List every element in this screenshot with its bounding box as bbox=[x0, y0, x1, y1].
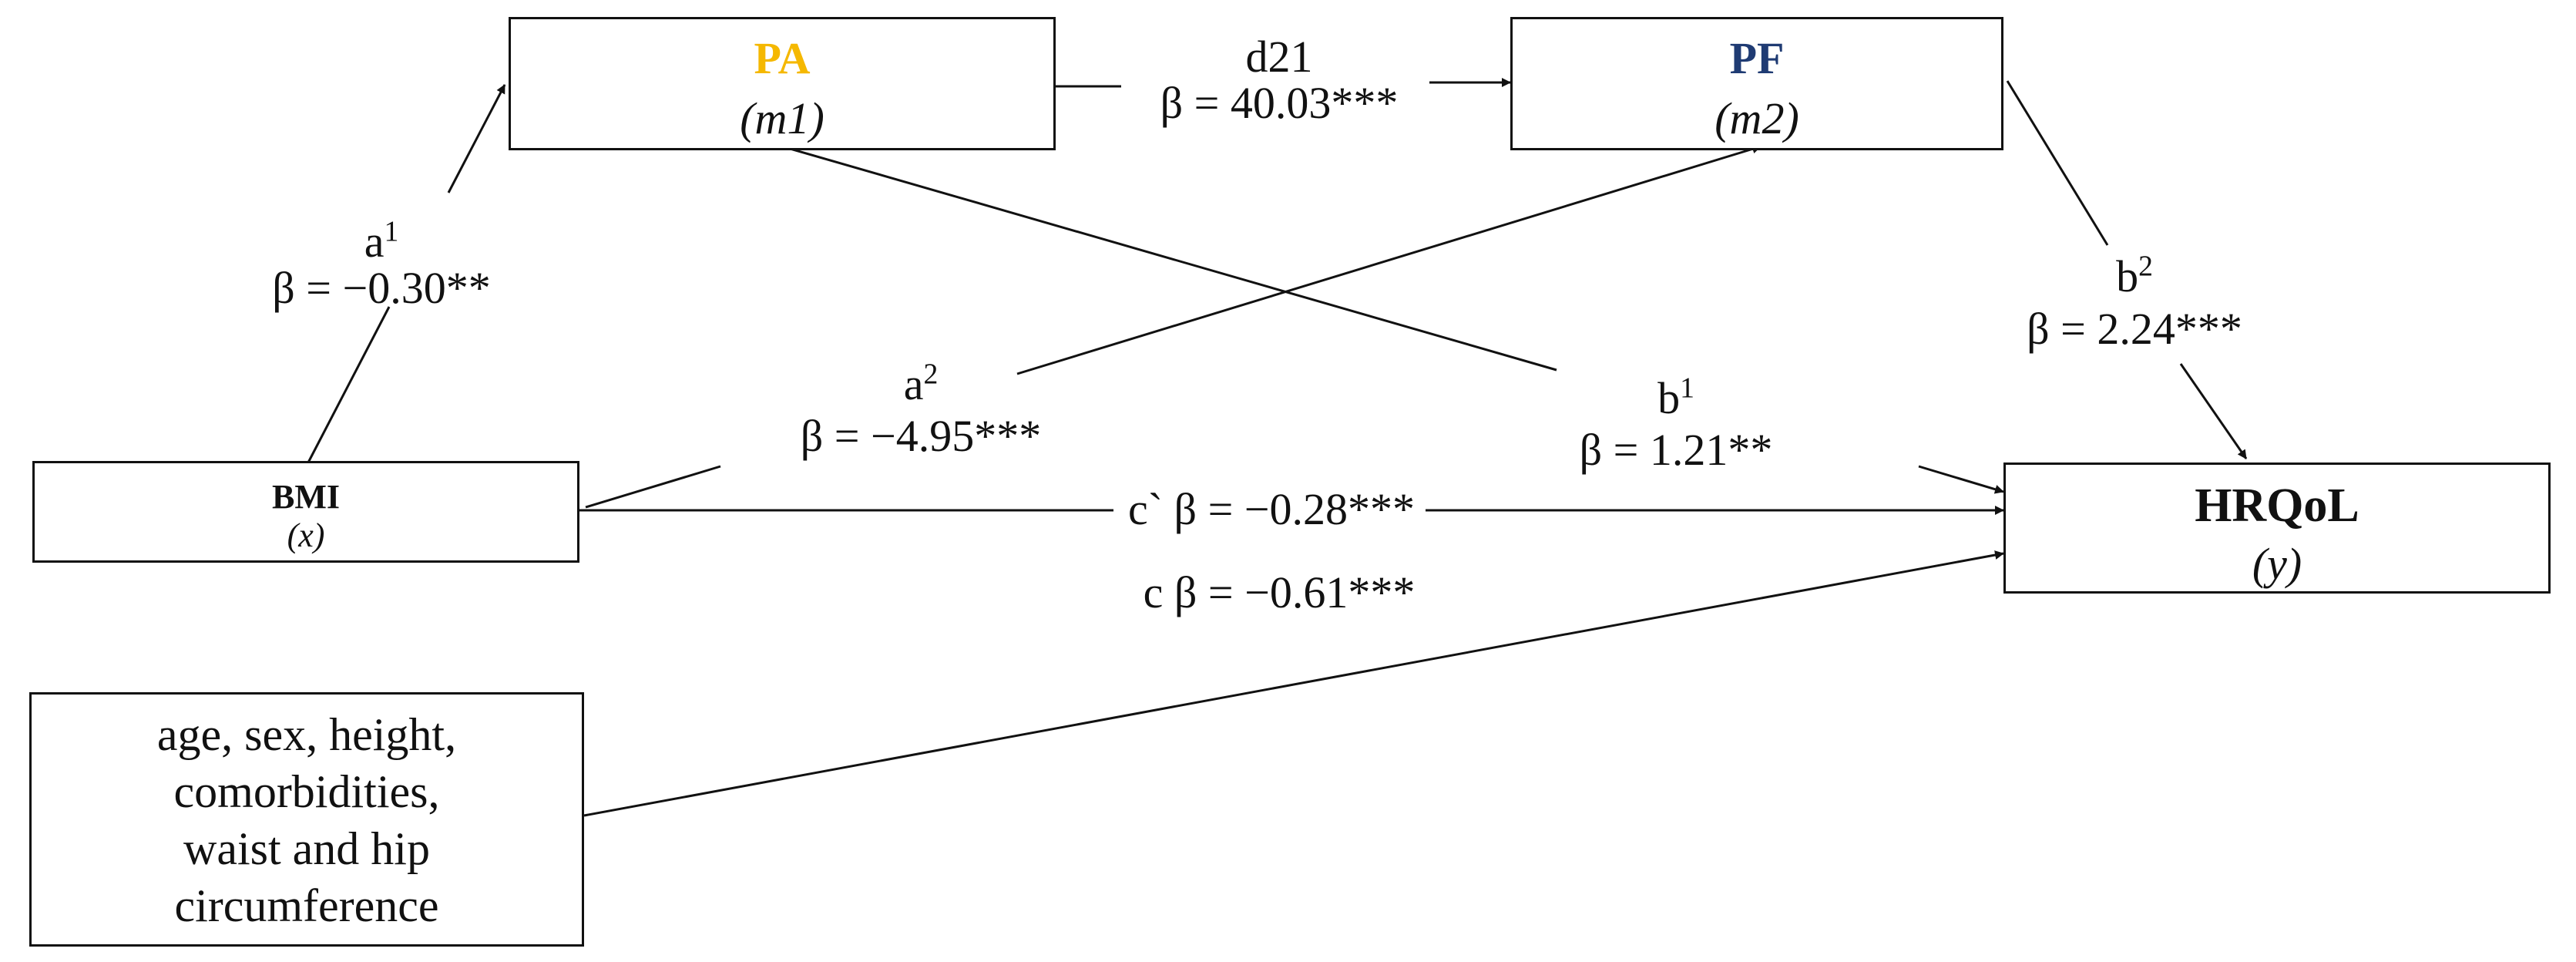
path-a2-name: a2 bbox=[903, 359, 939, 409]
path-a2-sup: 2 bbox=[923, 358, 939, 391]
node-hrqol-title: HRQoL bbox=[2195, 479, 2359, 532]
path-b1-letter: b bbox=[1657, 373, 1681, 423]
node-pa-subtitle: (m1) bbox=[740, 93, 825, 143]
arrow-a1 bbox=[307, 306, 391, 463]
arrow-b2-head bbox=[2179, 363, 2248, 459]
path-b1-coef: β = 1.21** bbox=[1579, 425, 1773, 475]
path-a2-letter: a bbox=[903, 359, 924, 409]
path-c-label: c β = −0.61*** bbox=[1143, 567, 1416, 617]
node-pf-subtitle: (m2) bbox=[1715, 93, 1799, 143]
node-pf-title: PF bbox=[1729, 33, 1785, 83]
node-bmi: BMI (x) bbox=[32, 461, 579, 563]
arrow-b2 bbox=[2006, 80, 2109, 246]
path-a2-coef: β = −4.95*** bbox=[800, 411, 1042, 461]
path-b1-name: b1 bbox=[1657, 373, 1694, 423]
path-a1-letter: a bbox=[364, 217, 385, 267]
node-hrqol: HRQoL (y) bbox=[2003, 462, 2551, 594]
arrow-a2-head bbox=[1016, 144, 1762, 375]
path-a1-name: a1 bbox=[364, 217, 399, 267]
covariates-line-2: comorbidities, bbox=[173, 766, 440, 817]
node-pa: PA (m1) bbox=[509, 17, 1056, 150]
covariates-line-3: waist and hip bbox=[183, 823, 430, 874]
path-b1-sup: 1 bbox=[1680, 372, 1694, 405]
path-d21-name: d21 bbox=[1245, 32, 1313, 82]
arrow-a2 bbox=[585, 465, 721, 509]
node-pf: PF (m2) bbox=[1510, 17, 2003, 150]
path-d21-coef: β = 40.03*** bbox=[1160, 78, 1399, 128]
node-pa-title: PA bbox=[754, 33, 811, 83]
path-b2-coef: β = 2.24*** bbox=[2027, 304, 2242, 354]
path-c-prime-label: c` β = −0.28*** bbox=[1128, 484, 1415, 534]
arrow-b1-head bbox=[1918, 465, 2004, 494]
node-bmi-title: BMI bbox=[272, 478, 340, 516]
covariates-line-4: circumference bbox=[174, 880, 439, 931]
node-covariates: age, sex, height, comorbidities, waist a… bbox=[29, 692, 584, 947]
node-bmi-subtitle: (x) bbox=[287, 516, 325, 554]
path-b2-letter: b bbox=[2116, 251, 2139, 301]
path-b2-sup: 2 bbox=[2138, 250, 2153, 283]
path-b2-name: b2 bbox=[2116, 251, 2153, 301]
arrow-a1-head bbox=[447, 84, 506, 193]
arrow-b1 bbox=[781, 145, 1557, 372]
arrow-covariates bbox=[583, 550, 2004, 817]
path-a1-sup: 1 bbox=[384, 215, 399, 248]
node-hrqol-subtitle: (y) bbox=[2252, 539, 2302, 589]
covariates-line-1: age, sex, height, bbox=[156, 709, 457, 760]
path-a1-coef: β = −0.30** bbox=[272, 263, 491, 313]
